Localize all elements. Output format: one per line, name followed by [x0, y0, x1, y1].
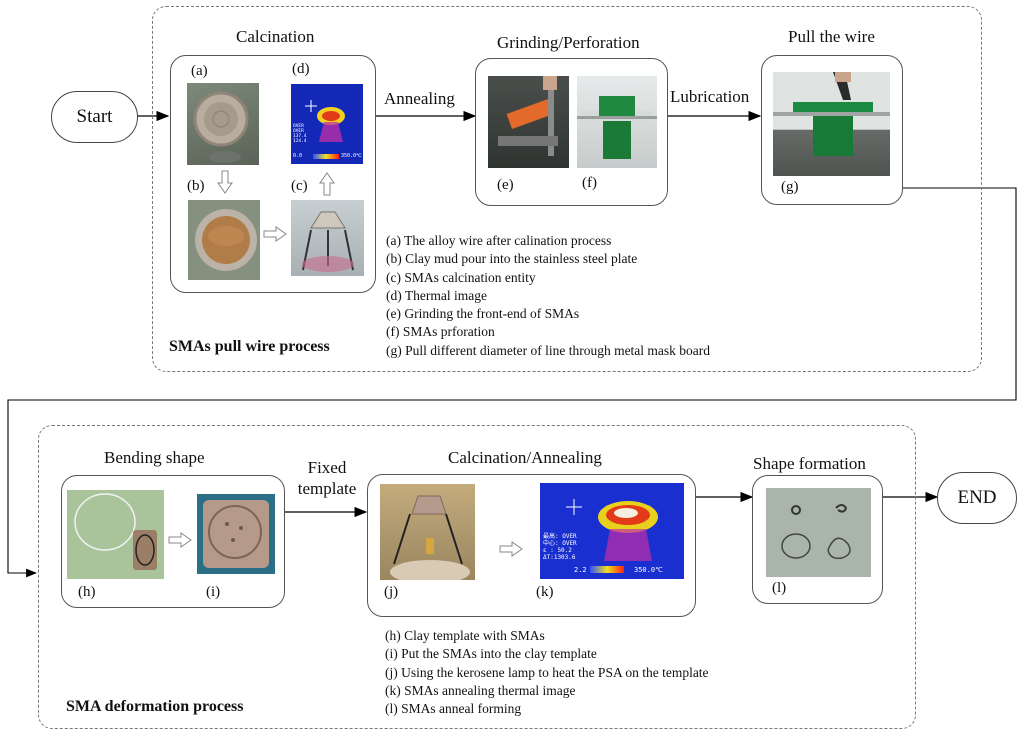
- photo-pull-wire: [773, 72, 890, 176]
- panel-label-a: (a): [191, 63, 208, 79]
- photo-smas-perforation: [577, 76, 657, 168]
- thermal-d-line4: 124.4: [293, 139, 307, 144]
- photo-annealing-thermal-image-k: 最高: OVER 中心: OVER ε : 50.2 ΔT:1303.6 2.2…: [540, 483, 684, 579]
- stage-calcination-title: Calcination: [236, 27, 315, 46]
- stage-calcination-annealing-title: Calcination/Annealing: [448, 448, 602, 467]
- panel-label-b: (b): [187, 178, 205, 194]
- transition-lubrication-label: Lubrication: [670, 87, 750, 106]
- photo-grinding-front-end: [488, 76, 569, 168]
- legend-item-k: (k) SMAs annealing thermal image: [385, 682, 576, 698]
- photo-alloy-wire-plate: [187, 83, 259, 165]
- thermal-k-scale-max: 350.0℃: [634, 566, 663, 574]
- photo-clay-template-with-smas: [67, 490, 164, 579]
- panel-label-c: (c): [291, 178, 308, 194]
- panel-label-e: (e): [497, 177, 514, 193]
- legend-item-i: (i) Put the SMAs into the clay template: [385, 646, 597, 662]
- photo-anneal-forming: [766, 488, 871, 577]
- start-node: Start: [51, 91, 138, 143]
- legend-item-f: (f) SMAs prforation: [386, 324, 495, 340]
- thermal-d-scale-max: 350.0℃: [341, 153, 362, 159]
- hollow-arrow-up-icon: [319, 172, 335, 196]
- end-node: END: [937, 472, 1017, 524]
- panel-label-i: (i): [206, 584, 221, 600]
- hollow-arrow-right-icon: [168, 532, 192, 548]
- legend-item-l: (l) SMAs anneal forming: [385, 701, 522, 717]
- stage-grinding-title: Grinding/Perforation: [497, 33, 640, 52]
- connector-process1-to-process2: [7, 187, 1017, 578]
- legend-item-e: (e) Grinding the front-end of SMAs: [386, 306, 580, 322]
- deformation-process-title: SMA deformation process: [66, 698, 244, 715]
- pull-wire-legend: (a) The alloy wire after calination proc…: [386, 232, 710, 360]
- stage-formation-title: Shape formation: [753, 454, 866, 473]
- transition-fixed-template-label: Fixed template: [297, 458, 357, 498]
- legend-item-j: (j) Using the kerosene lamp to heat the …: [385, 664, 709, 680]
- hollow-arrow-right-icon: [499, 541, 523, 557]
- hollow-arrow-right-icon: [263, 226, 287, 242]
- panel-label-j: (j): [384, 584, 399, 600]
- legend-item-h: (h) Clay template with SMAs: [385, 628, 545, 643]
- stage-bending-title: Bending shape: [104, 448, 205, 467]
- legend-item-c: (c) SMAs calcination entity: [386, 269, 536, 285]
- photo-calcination-entity: [291, 200, 364, 276]
- thermal-k-line1: 最高: OVER: [543, 533, 577, 540]
- stage-pull-title: Pull the wire: [788, 27, 875, 46]
- end-label: END: [957, 487, 997, 508]
- panel-label-g: (g): [781, 179, 799, 195]
- thermal-d-line2: OVER: [293, 129, 304, 134]
- photo-smas-in-clay-template: [197, 494, 275, 574]
- legend-item-a: (a) The alloy wire after calination proc…: [386, 233, 612, 248]
- deformation-legend: (h) Clay template with SMAs (i) Put the …: [385, 627, 709, 718]
- start-label: Start: [76, 106, 113, 127]
- thermal-k-line3: ε : 50.2: [543, 547, 572, 554]
- panel-label-l: (l): [772, 580, 787, 596]
- panel-label-d: (d): [292, 61, 310, 77]
- legend-item-g: (g) Pull different diameter of line thro…: [386, 342, 711, 358]
- hollow-arrow-down-icon: [217, 170, 233, 194]
- thermal-d-line3: 137.4: [293, 134, 307, 139]
- photo-clay-mud-plate: [188, 200, 260, 280]
- thermal-d-scale-min: 0.0: [293, 153, 303, 159]
- panel-label-f: (f): [582, 175, 597, 191]
- legend-item-b: (b) Clay mud pour into the stainless ste…: [386, 251, 638, 267]
- pull-wire-process-title: SMAs pull wire process: [169, 338, 330, 355]
- thermal-d-line1: OVER: [293, 124, 304, 129]
- panel-label-k: (k): [536, 584, 554, 600]
- photo-kerosene-lamp-heating: [380, 484, 475, 580]
- thermal-k-line4: ΔT:1303.6: [543, 554, 576, 561]
- transition-annealing-label: Annealing: [384, 89, 455, 108]
- photo-thermal-image-d: OVER OVER 137.4 124.4 0.0 350.0℃: [291, 84, 363, 164]
- thermal-k-scale-min: 2.2: [574, 566, 587, 574]
- deformation-process-container: [38, 425, 916, 729]
- legend-item-d: (d) Thermal image: [386, 287, 487, 303]
- thermal-k-line2: 中心: OVER: [543, 540, 577, 547]
- pull-wire-process-container: [152, 6, 982, 372]
- panel-label-h: (h): [78, 584, 96, 600]
